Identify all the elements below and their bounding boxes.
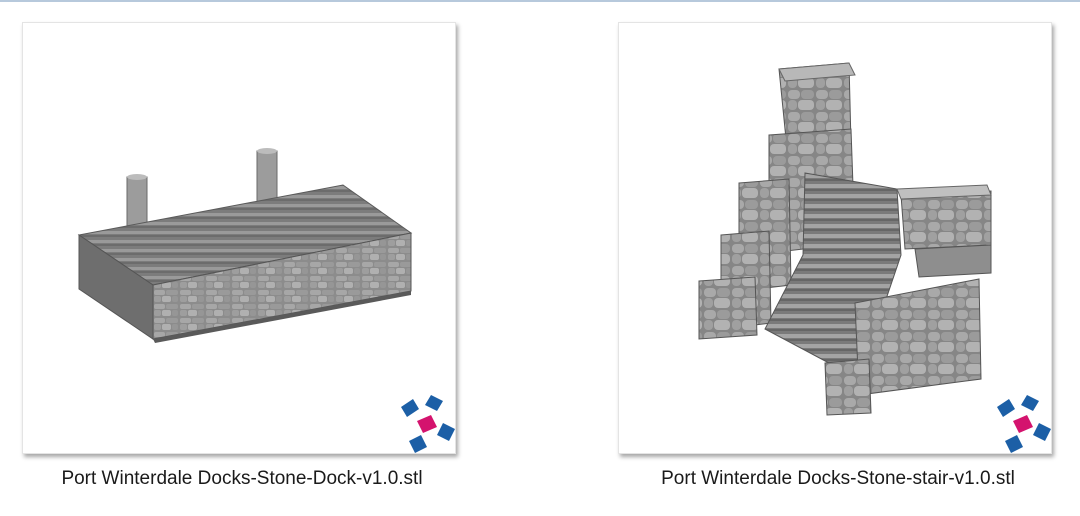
file-name-label[interactable]: Port Winterdale Docks-Stone-stair-v1.0.s…: [661, 468, 1015, 489]
stl-viewer-badge-icon: [979, 385, 1059, 465]
file-name-label[interactable]: Port Winterdale Docks-Stone-Dock-v1.0.st…: [61, 468, 423, 489]
file-item-stone-dock[interactable]: Port Winterdale Docks-Stone-Dock-v1.0.st…: [18, 18, 478, 504]
stone-dock-model-icon: [77, 148, 413, 343]
file-thumbnail[interactable]: [22, 22, 456, 454]
file-thumbnail[interactable]: [618, 22, 1052, 454]
stl-viewer-badge-icon: [383, 385, 463, 465]
window-top-border: [0, 0, 1080, 2]
file-item-stone-stair[interactable]: Port Winterdale Docks-Stone-stair-v1.0.s…: [614, 18, 1074, 504]
stone-stair-model-icon: [698, 62, 992, 416]
